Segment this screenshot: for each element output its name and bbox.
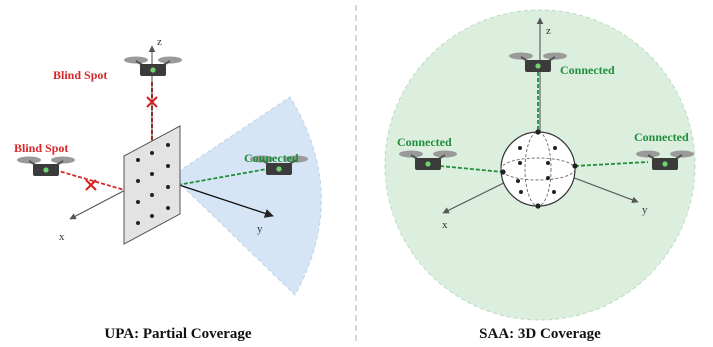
upa-coverage-region [171, 96, 322, 296]
saa-z-label: z [546, 25, 551, 37]
left-connected-link [439, 165, 504, 173]
saa-right-drone-label: Connected [634, 130, 689, 144]
saa-antenna-elements [500, 129, 578, 209]
left-blocked-link [54, 169, 129, 192]
saa-sphere [500, 131, 576, 207]
blocked-x-icon [146, 96, 158, 108]
right-connected-link [574, 161, 649, 167]
saa-caption: SAA: 3D Coverage [479, 326, 601, 342]
upa-antenna-elements [136, 143, 170, 225]
right-connected-link [171, 168, 268, 187]
upa-y-label: y [257, 223, 263, 235]
drone-icon [16, 155, 76, 177]
upa-caption: UPA: Partial Coverage [104, 326, 252, 342]
saa-sphere-equator [500, 157, 576, 181]
saa-x-label: x [442, 219, 448, 231]
saa-left-drone-label: Connected [397, 135, 452, 149]
upa-left-drone-label: Blind Spot [14, 141, 68, 155]
upa-array-panel [123, 125, 181, 245]
saa-top-drone-label: Connected [560, 63, 615, 77]
upa-panel: Blind Spot Blind Spot Connected z x y UP… [14, 36, 322, 342]
upa-top-drone-label: Blind Spot [53, 68, 107, 82]
saa-panel: Connected Connected Connected z x y SAA:… [384, 9, 696, 342]
saa-y-label: y [642, 204, 648, 216]
blocked-x-icon [85, 179, 97, 191]
upa-right-drone-label: Connected [244, 151, 299, 165]
upa-x-label: x [59, 231, 65, 243]
drone-icon [123, 55, 183, 77]
upa-z-label: z [157, 36, 162, 48]
